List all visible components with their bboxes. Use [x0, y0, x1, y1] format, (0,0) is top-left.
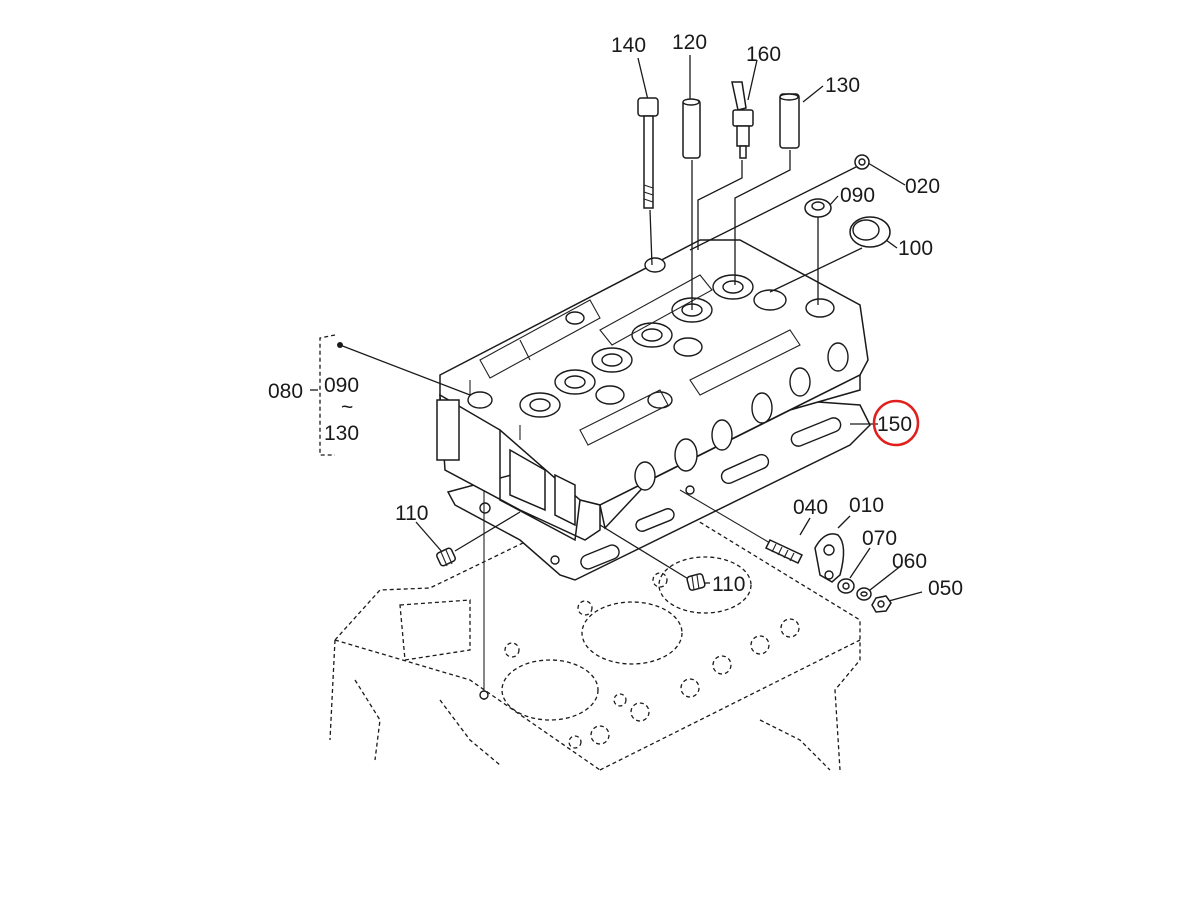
washer-060 [856, 587, 872, 601]
label-070: 070 [862, 527, 897, 550]
highlight-circle [872, 399, 920, 447]
valve-guide-120 [682, 98, 701, 159]
label-010: 010 [849, 494, 884, 517]
hook-010 [814, 533, 845, 583]
label-040: 040 [793, 496, 828, 519]
label-090-group: 090 [324, 374, 359, 397]
label-130-group: 130 [324, 422, 359, 445]
glow-plug-160 [731, 81, 754, 159]
fitting-110-center [686, 573, 706, 591]
label-090-right: 090 [840, 184, 875, 207]
label-130-top: 130 [825, 74, 860, 97]
head-bolt-140 [637, 97, 659, 209]
label-020: 020 [905, 175, 940, 198]
seal-090 [804, 198, 832, 218]
engine-block [329, 509, 861, 771]
label-050: 050 [928, 577, 963, 600]
label-100: 100 [898, 237, 933, 260]
valve-guide-130 [779, 93, 800, 149]
label-060: 060 [892, 550, 927, 573]
group-separator: ~ [341, 396, 353, 419]
nut-020 [854, 154, 870, 170]
plug-100 [849, 216, 891, 248]
small-parts [436, 81, 892, 613]
stud-040 [764, 539, 804, 564]
nut-050 [871, 595, 892, 613]
group-bracket-080 [310, 334, 336, 456]
head-gasket [446, 399, 871, 581]
label-110-left: 110 [395, 502, 428, 525]
label-160: 160 [746, 43, 781, 66]
part-labels: 140 120 160 130 020 090 100 080 090 ~ 13… [268, 31, 963, 600]
label-150: 150 [877, 413, 912, 436]
washer-070 [837, 578, 855, 594]
leader-lines [337, 55, 923, 700]
label-140: 140 [611, 34, 646, 57]
label-110-center: 110 [712, 573, 745, 596]
fitting-110-left [436, 547, 456, 567]
label-120: 120 [672, 31, 707, 54]
label-080: 080 [268, 380, 303, 403]
